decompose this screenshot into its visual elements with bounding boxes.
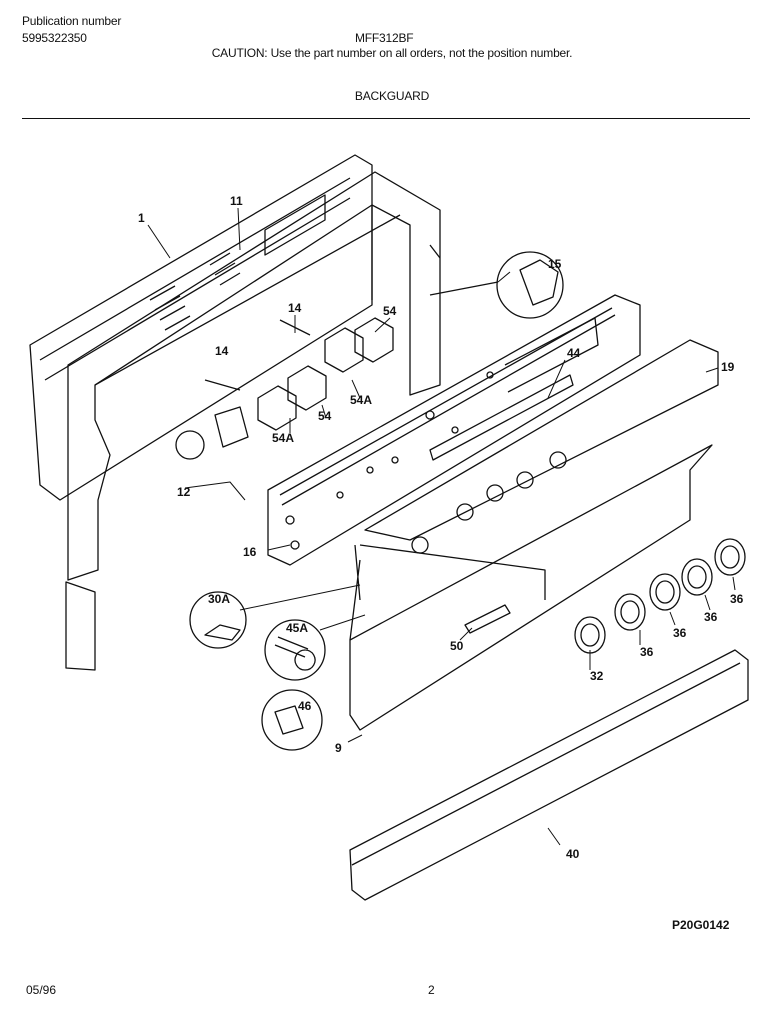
callout-36-4: 36 [640, 645, 654, 659]
publication-label: Publication number [22, 14, 122, 28]
callout-1: 1 [138, 211, 145, 225]
callout-36-2: 36 [704, 610, 718, 624]
callout-12: 12 [177, 485, 191, 499]
detail-circle-30a [189, 591, 247, 649]
callout-54-lower: 54 [318, 409, 332, 423]
trim-strip [349, 649, 749, 901]
callout-9: 9 [335, 741, 342, 755]
control-panel [267, 294, 641, 566]
callout-32: 32 [590, 669, 604, 683]
diagram-id: P20G0142 [672, 918, 730, 932]
detail-circle-45a [264, 619, 326, 681]
rear-panel [29, 154, 373, 501]
part-50 [464, 604, 511, 634]
detail-part-drawings [204, 624, 316, 735]
callout-54a-upper: 54A [350, 393, 372, 407]
model-number: MFF312BF [355, 31, 414, 45]
callout-14-upper: 14 [288, 301, 302, 315]
callout-50: 50 [450, 639, 464, 653]
control-knobs [574, 538, 746, 654]
callout-44: 44 [567, 346, 581, 360]
publication-number: 5995322350 [22, 31, 87, 45]
callout-54a-lower: 54A [272, 431, 294, 445]
overlay-panel [364, 317, 719, 541]
side-trim-strip [65, 581, 96, 671]
callout-36-3: 36 [673, 626, 687, 640]
callout-19: 19 [721, 360, 735, 374]
callout-30a: 30A [208, 592, 230, 606]
thermostat [214, 406, 249, 448]
callout-labels: 1 11 14 14 54 15 44 19 54A 54 54A 12 16 … [138, 194, 744, 861]
callout-16: 16 [243, 545, 257, 559]
caution-note: CAUTION: Use the part number on all orde… [211, 46, 573, 60]
detail-circle-15 [496, 251, 564, 319]
header-rule [22, 118, 750, 119]
section-title: BACKGUARD [354, 89, 430, 103]
callout-14-lower: 14 [215, 344, 229, 358]
callout-36-1: 36 [730, 592, 744, 606]
switch-components [175, 259, 559, 634]
lower-panel [349, 444, 713, 731]
footer-date: 05/96 [26, 983, 57, 997]
callout-46: 46 [298, 699, 312, 713]
callout-54-upper: 54 [383, 304, 397, 318]
callout-45a: 45A [286, 621, 308, 635]
leader-lines [147, 207, 736, 846]
detail-circle-46 [261, 689, 323, 751]
backguard-frame [65, 171, 499, 671]
page-number: 2 [428, 983, 435, 997]
clip-detail [519, 259, 559, 306]
callout-11: 11 [230, 194, 243, 208]
callout-15: 15 [548, 257, 562, 271]
callout-40: 40 [566, 847, 580, 861]
